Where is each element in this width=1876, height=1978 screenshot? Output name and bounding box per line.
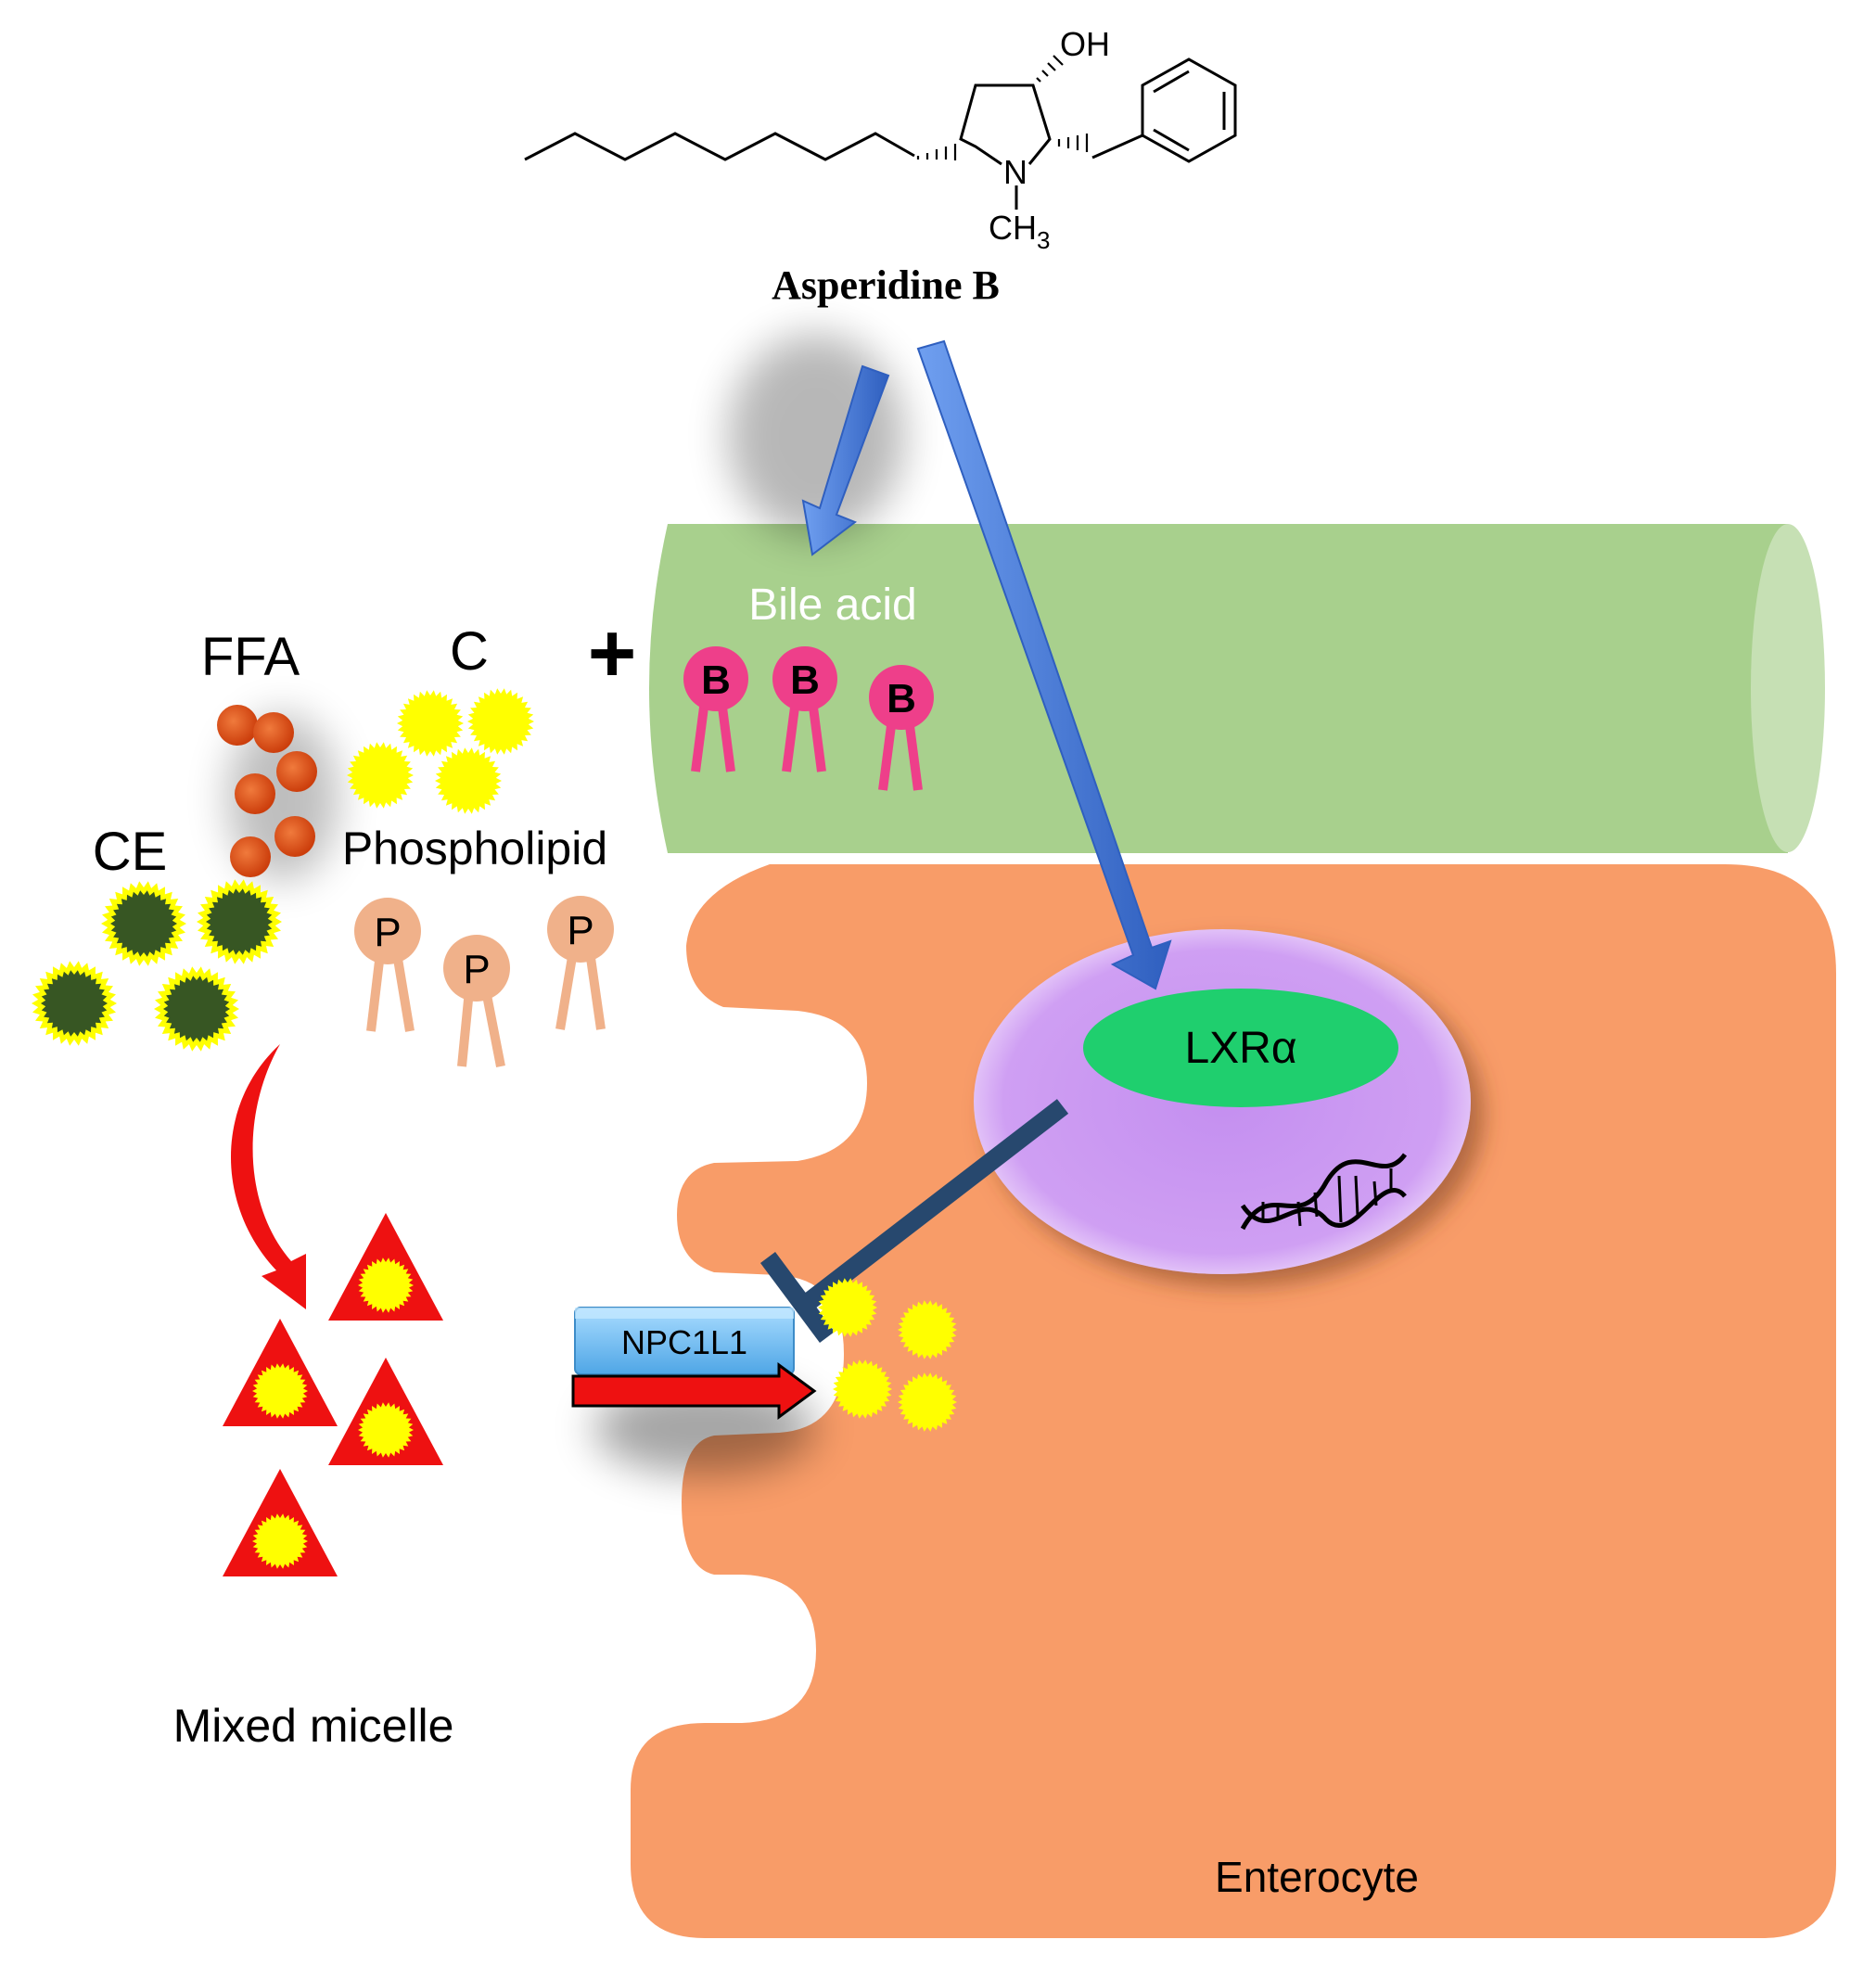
lxr-alpha-label: LXRα xyxy=(1184,1024,1296,1073)
micelle-core xyxy=(252,1363,308,1419)
cholesterol-particle xyxy=(397,690,464,757)
hashed-wedge-oh xyxy=(1036,55,1064,83)
phospholipid-molecule: P xyxy=(443,935,510,1067)
bile-acid-molecule: B xyxy=(772,646,837,772)
enterocyte-label: Enterocyte xyxy=(1215,1853,1419,1901)
cholesterol-label: C xyxy=(450,621,489,682)
phospholipid-molecule: P xyxy=(547,896,614,1030)
ffa-droplet xyxy=(274,816,315,857)
nucleus: LXRα xyxy=(974,929,1471,1274)
ffa-label: FFA xyxy=(201,627,300,687)
ffa-droplet xyxy=(253,712,294,753)
ffa-droplet xyxy=(235,773,275,814)
benzene-ring xyxy=(1141,57,1237,163)
hashed-wedge-c5 xyxy=(916,144,957,160)
lxr-inhibits-npc1l1 xyxy=(759,1099,1069,1343)
ffa-droplet xyxy=(230,836,271,877)
oh-label: OH xyxy=(1060,25,1110,63)
lxr-alpha-receptor xyxy=(1083,989,1398,1107)
bile-acid-molecule: B xyxy=(683,646,748,772)
ce-label: CE xyxy=(93,822,168,882)
nitrogen-label: N xyxy=(1003,153,1027,191)
plus-sign: + xyxy=(588,607,637,700)
tube-end-cap xyxy=(1751,524,1825,852)
free-fatty-acids xyxy=(217,705,317,877)
ffa-droplet xyxy=(217,705,258,746)
cholesteryl-esters xyxy=(32,879,282,1052)
npc1l1-transporter: NPC1L1 xyxy=(574,1307,795,1375)
cholesterol-particle xyxy=(347,742,414,809)
ffa-droplet xyxy=(276,751,317,792)
svg-text:B: B xyxy=(701,657,731,703)
svg-text:P: P xyxy=(463,947,490,992)
intestinal-lumen-tube xyxy=(649,524,1825,853)
svg-text:B: B xyxy=(790,657,820,703)
cholesterol-particle xyxy=(435,747,502,814)
asperidine-to-bile-acid-arrow[interactable] xyxy=(801,364,890,556)
hashed-wedge-benzyl xyxy=(1057,134,1089,152)
mixed-micelle-label: Mixed micelle xyxy=(173,1700,454,1752)
pyrrolidine-ring xyxy=(959,83,1052,166)
ce-core xyxy=(163,976,230,1042)
bile-acid-label: Bile acid xyxy=(748,581,916,630)
micelle-core xyxy=(358,1257,414,1313)
octyl-chain xyxy=(524,132,915,161)
ch3-label: CH3 xyxy=(989,209,1050,254)
bile-acid-molecule: B xyxy=(869,665,934,791)
ce-core xyxy=(110,890,177,957)
mixed-micelles xyxy=(223,1213,443,1576)
absorbed-cholesterol-particle xyxy=(898,1300,957,1359)
svg-text:P: P xyxy=(567,908,593,953)
svg-text:B: B xyxy=(887,676,916,721)
absorbed-cholesterol-particle xyxy=(833,1359,892,1419)
micelle-core xyxy=(252,1513,308,1569)
ce-core xyxy=(206,888,273,955)
cholesterol-particle xyxy=(467,688,534,755)
compound-name: Asperidine B xyxy=(772,262,1000,308)
absorbed-cholesterol xyxy=(818,1278,957,1432)
uptake-arrow xyxy=(571,1362,817,1420)
phospholipid-label: Phospholipid xyxy=(342,823,607,874)
enterocyte-cell xyxy=(631,864,1836,1938)
dna-helix-icon xyxy=(1240,1153,1408,1231)
absorbed-cholesterol-particle xyxy=(818,1278,877,1337)
absorbed-cholesterol-particle xyxy=(898,1372,957,1432)
micelle-formation-arrow xyxy=(230,1044,306,1309)
micelle-core xyxy=(358,1402,414,1458)
npc1l1-label: NPC1L1 xyxy=(621,1323,747,1361)
asperidine-to-lxr-arrow[interactable] xyxy=(916,339,1172,990)
svg-text:P: P xyxy=(374,910,401,955)
asperidine-b-structure xyxy=(524,55,1237,210)
phospholipid-molecule: P xyxy=(354,898,421,1032)
cholesterol-molecules xyxy=(347,688,534,814)
ce-core xyxy=(41,970,108,1037)
